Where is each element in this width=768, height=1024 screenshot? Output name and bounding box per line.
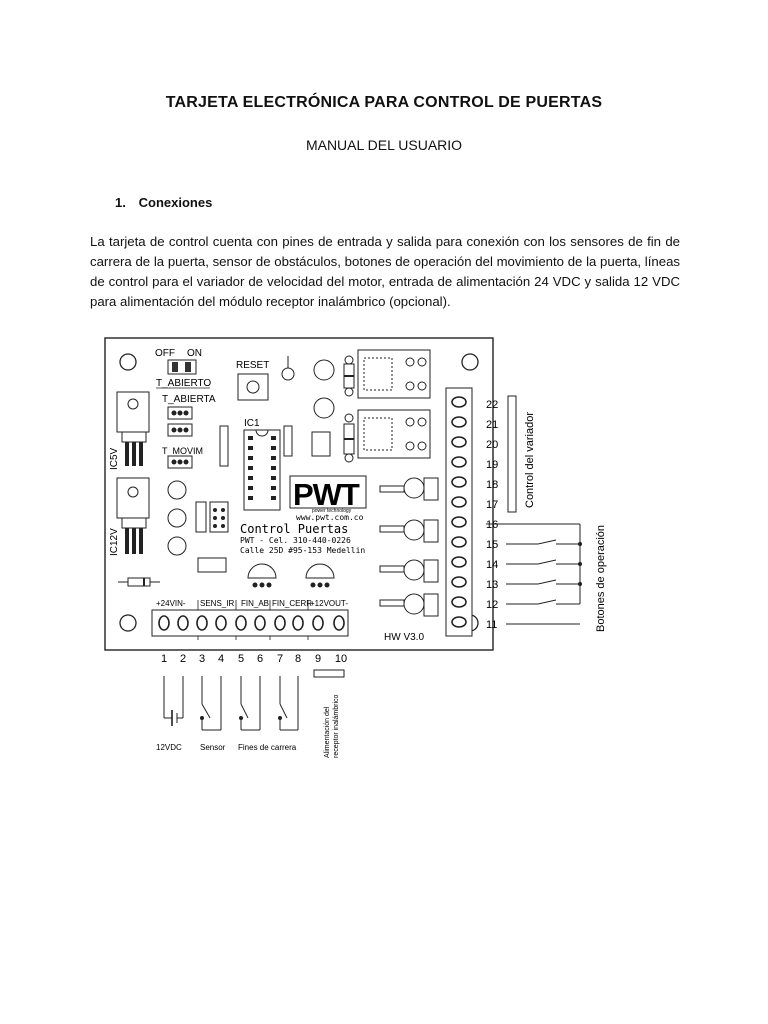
bottom-pin-number: 6 xyxy=(257,653,263,665)
intro-paragraph: La tarjeta de control cuenta con pines d… xyxy=(90,234,680,309)
caption-alimentacion: Alimentación del xyxy=(324,706,331,758)
control-variador-label: Control del variador xyxy=(524,412,536,508)
document-title: TARJETA ELECTRÓNICA PARA CONTROL DE PUER… xyxy=(165,94,603,111)
right-pin-number: 20 xyxy=(486,439,498,451)
caption-sensor: Sensor xyxy=(200,743,226,752)
relay-1 xyxy=(357,349,431,399)
bottom-pin-number: 8 xyxy=(295,653,301,665)
terminal-label-fin-cerr: FIN_CERR xyxy=(272,599,312,608)
pwt-logo-frame xyxy=(289,475,367,509)
t-abierta-label: T_ABIERTA xyxy=(162,394,216,405)
variador-bracket xyxy=(507,395,517,513)
ic12v-label: IC12V xyxy=(109,528,120,556)
bottom-pin-number: 1 xyxy=(161,653,167,665)
mount-hole-bl xyxy=(119,614,137,632)
component xyxy=(197,557,227,573)
right-pin-number: 19 xyxy=(486,459,498,471)
switch-on-label: ON xyxy=(187,348,202,359)
relay-2 xyxy=(357,409,431,459)
ic5v-label: IC5V xyxy=(109,447,120,470)
right-pin-number: 18 xyxy=(486,479,498,491)
reset-button xyxy=(237,373,269,401)
right-pin-number: 13 xyxy=(486,579,498,591)
regulator-12v xyxy=(116,477,150,519)
capacitor xyxy=(167,480,187,500)
right-pin-number: 16 xyxy=(486,519,498,531)
receptor-connector xyxy=(313,669,345,678)
terminal-label-24vin: +24VIN- xyxy=(156,599,186,608)
terminal-label-12vout: +12VOUT- xyxy=(310,599,348,608)
reset-label: RESET xyxy=(236,360,269,371)
right-pin-number: 15 xyxy=(486,539,498,551)
right-pin-number: 11 xyxy=(486,619,497,631)
section-heading: 1. Conexiones xyxy=(115,195,212,210)
resistor xyxy=(219,425,229,467)
bottom-pin-number: 3 xyxy=(199,653,205,665)
right-pin-number: 12 xyxy=(486,599,498,611)
pwt-logo: PWT xyxy=(293,477,360,512)
hw-version: HW V3.0 xyxy=(384,632,424,643)
dip-switch-lever xyxy=(185,362,191,372)
ic1-label: IC1 xyxy=(244,418,260,429)
capacitor xyxy=(167,508,187,528)
phone-text: PWT - Cel. 310-440-0226 xyxy=(240,536,351,545)
pwt-logo-sub: power technology xyxy=(312,508,352,514)
website-text: www.pwt.com.co xyxy=(296,513,364,522)
diode-d4 xyxy=(127,577,151,587)
terminal-label-fin-ab: FIN_AB xyxy=(241,599,269,608)
t-movim-label: T_MOVIM xyxy=(162,446,203,456)
transistor xyxy=(247,563,277,579)
right-pin-number: 22 xyxy=(486,399,498,411)
right-pin-number: 21 xyxy=(486,419,498,431)
document-subtitle: MANUAL DEL USUARIO xyxy=(305,137,463,153)
bottom-pin-number: 5 xyxy=(238,653,244,665)
terminal-label-sens-ir: SENS_IR xyxy=(200,599,234,608)
section-title: Conexiones xyxy=(138,195,213,210)
right-pin-number: 14 xyxy=(486,559,498,571)
bottom-pin-number: 9 xyxy=(315,653,321,665)
transistor xyxy=(313,359,335,381)
regulator-5v xyxy=(116,391,150,433)
mount-hole-tl xyxy=(119,353,137,371)
resistor-pair xyxy=(311,431,331,457)
switch-off-label: OFF xyxy=(155,348,175,359)
bottom-pin-number: 10 xyxy=(335,653,347,665)
botones-operacion-label: Botones de operación xyxy=(595,525,607,632)
jumper-array xyxy=(209,501,229,533)
bottom-pin-number: 7 xyxy=(277,653,283,665)
t-abierto-label: T_ABIERTO xyxy=(156,378,211,389)
right-pin-number: 17 xyxy=(486,499,498,511)
bottom-pin-number: 4 xyxy=(218,653,224,665)
resistor xyxy=(283,425,293,457)
product-name: Control Puertas xyxy=(240,522,348,536)
transistor xyxy=(313,397,335,419)
capacitor xyxy=(167,536,187,556)
right-terminal-block xyxy=(445,387,473,637)
mount-hole-tr xyxy=(461,353,479,371)
transistor xyxy=(305,563,335,579)
caption-receptor: receptor inalámbrico xyxy=(333,694,340,758)
address-text: Calle 25D #95-153 Medellin xyxy=(240,546,365,555)
dip-switch-lever xyxy=(172,362,178,372)
caption-fines-carrera: Fines de carrera xyxy=(238,743,297,752)
caption-12vdc: 12VDC xyxy=(156,743,182,752)
resistor-network xyxy=(195,501,207,533)
bottom-pin-number: 2 xyxy=(180,653,186,665)
section-number: 1. xyxy=(115,195,126,210)
